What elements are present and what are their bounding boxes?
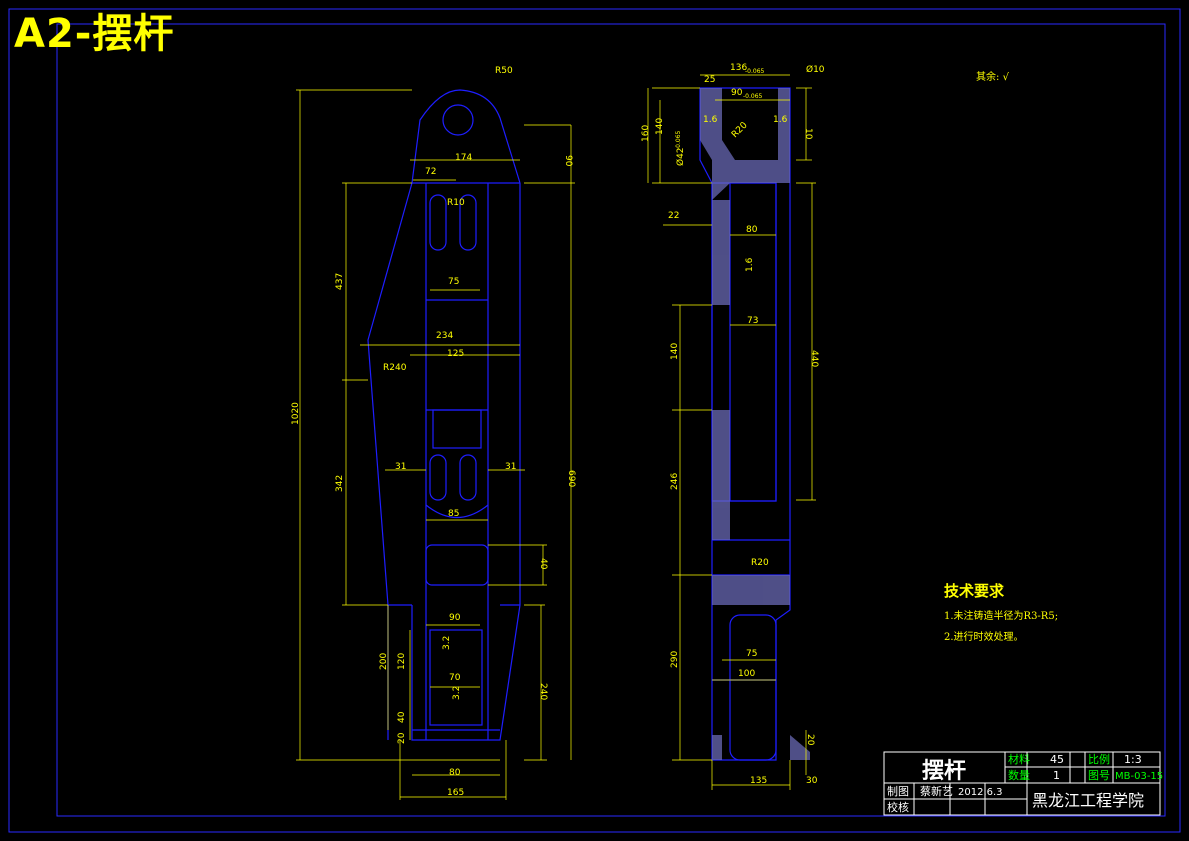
dimension-d140b: 140: [670, 343, 680, 360]
material-value: 45: [1050, 753, 1064, 766]
dimension-d240: 240: [538, 683, 548, 700]
dimension-d136: 136: [730, 63, 747, 73]
sheet-title: A2-摆杆: [14, 11, 175, 57]
dimension-d25: 25: [704, 75, 715, 85]
qty-label: 数量: [1008, 769, 1030, 782]
dimension-d22: 22: [668, 211, 679, 221]
dimension-d234: 234: [436, 331, 453, 341]
dimension-d342: 342: [335, 475, 345, 492]
dimension-d174: 174: [455, 153, 472, 163]
dimension-d437: 437: [335, 273, 345, 290]
dimension-d165: 165: [447, 788, 464, 798]
drawing-no-label: 图号: [1088, 769, 1110, 782]
dimension-d290: 290: [670, 651, 680, 668]
dimension-r20b: R20: [751, 558, 769, 568]
dimension-d20: 20: [397, 732, 407, 744]
front-view-outline: [367, 89, 521, 741]
material-label: 材料: [1008, 752, 1030, 766]
roughness-note: 其余: √: [976, 68, 1009, 83]
dimension-d90b: 90: [449, 613, 461, 623]
part-name: 摆杆: [922, 759, 966, 784]
dimension-d10dia: Ø10: [806, 64, 825, 75]
dimension-rough32a: 3.2: [442, 636, 452, 650]
dimension-d72: 72: [425, 167, 436, 177]
school-name: 黑龙江工程学院: [1032, 791, 1144, 810]
side-view-hatching: [700, 88, 810, 760]
dimension-r50: R50: [495, 66, 513, 76]
outer-frame: [8, 8, 1181, 833]
tech-heading: 技术要求: [944, 582, 1005, 600]
dimension-d440: 440: [809, 350, 819, 367]
dimension-d31b: 31: [505, 462, 516, 472]
drawn-date: 2012.6.3: [958, 787, 1003, 798]
dimension-lines: [296, 74, 816, 800]
dimension-d31a: 31: [395, 462, 406, 472]
dimension-rough32b: 3.2: [452, 686, 462, 700]
dimension-d42tol: -0.065: [675, 130, 682, 150]
title-block: 摆杆 材料 45 比例 1:3 数量 1 图号 MB-03-15 制图 蔡新艺 …: [887, 752, 1163, 814]
dimension-d75: 75: [746, 649, 757, 659]
dimension-d75: 75: [448, 277, 459, 287]
dimension-r10: R10: [447, 198, 465, 208]
dimension-d10: 10: [803, 128, 813, 140]
dimension-d160: 160: [641, 125, 651, 142]
dimension-rough16a: 1.6: [703, 115, 718, 125]
dimension-d125: 125: [447, 349, 464, 359]
dimension-r240: R240: [383, 363, 407, 373]
dimension-d90: 90: [731, 88, 743, 98]
inner-frame: [56, 23, 1166, 817]
dimension-d200: 200: [379, 653, 389, 670]
dimension-d246: 246: [670, 473, 680, 490]
dimension-d30: 30: [806, 776, 818, 786]
drawing-no-value: MB-03-15: [1115, 771, 1163, 782]
qty-value: 1: [1053, 769, 1060, 782]
technical-requirements: 技术要求 1.未注铸造半径为R3-R5; 2.进行时效处理。: [944, 580, 1058, 649]
tech-item-2: 2.进行时效处理。: [944, 632, 1024, 643]
dimension-d90tol: -0.065: [743, 93, 763, 100]
dimension-d70: 70: [449, 673, 461, 683]
dimension-r20a: R20: [730, 120, 750, 140]
checked-label: 校核: [887, 800, 909, 814]
dimension-d80: 80: [449, 768, 461, 778]
drawn-label: 制图: [887, 785, 909, 798]
dimension-d135: 135: [750, 776, 767, 786]
dimension-d42: Ø42: [675, 147, 686, 166]
scale-value: 1:3: [1124, 753, 1142, 766]
title-block-lines: [883, 751, 1161, 816]
roughness-symbol-icon: √: [1002, 72, 1009, 83]
dimension-d73: 73: [747, 316, 758, 326]
dimension-d85: 85: [448, 509, 459, 519]
dimension-rough16b: 1.6: [773, 115, 788, 125]
dimension-rough16c: 1.6: [745, 257, 755, 272]
dimension-d80: 80: [746, 225, 758, 235]
dimension-d90: 90: [563, 155, 573, 167]
scale-label: 比例: [1088, 752, 1110, 766]
dimension-d120: 120: [397, 653, 407, 670]
roughness-note-text: 其余:: [976, 72, 1000, 83]
dimension-d136tol: -0.065: [745, 68, 765, 75]
drawn-by: 蔡新艺: [920, 784, 953, 798]
tech-item-1: 1.未注铸造半径为R3-R5;: [944, 611, 1059, 622]
dimension-d100: 100: [738, 669, 755, 679]
dimension-d20: 20: [805, 734, 815, 746]
dimension-d1020: 1020: [291, 402, 301, 425]
dimension-d40b: 40: [397, 711, 407, 723]
